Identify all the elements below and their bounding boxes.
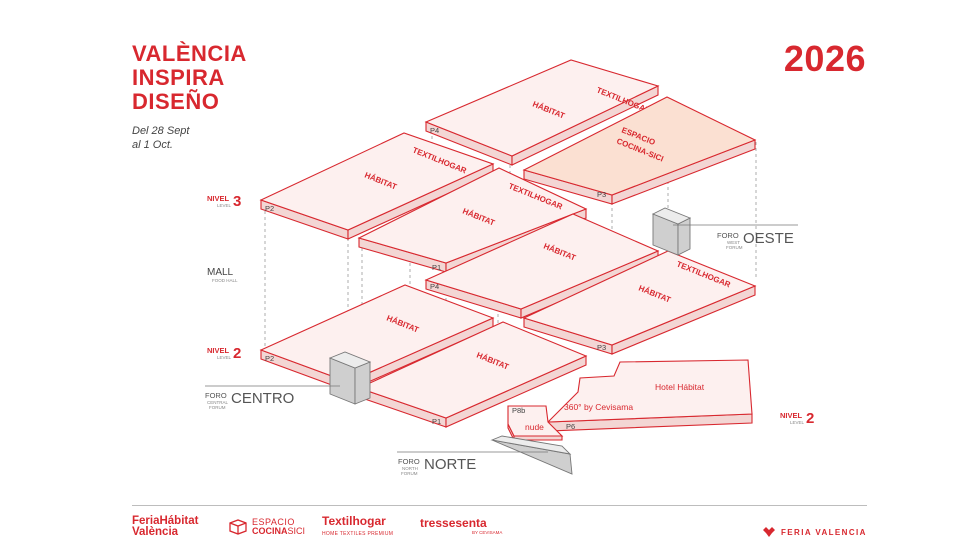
logo-textilhogar: Textilhogar HOME TEXTILES PREMIUM (322, 514, 394, 540)
foro-text: FORO (205, 391, 227, 400)
logo-feria-valencia: FERIA VALENCIA (762, 526, 867, 538)
forum-sub-1: WEST (727, 240, 740, 245)
slab-p2-level2: HÁBITAT P2 (259, 284, 495, 392)
mall-text: MALL (207, 267, 234, 278)
forum-sub-1: CENTRAL (207, 400, 229, 405)
logo-espacio-line-1: ESPACIO (252, 517, 295, 527)
title-line-1: VALÈNCIA (132, 41, 247, 66)
forum-sub-2: FORUM (401, 471, 418, 476)
pavilion-label-p4: P4 (430, 282, 439, 291)
event-dates: Del 28 Sept al 1 Oct. (132, 124, 189, 152)
logo-feria-habitat-line-2: València (132, 526, 179, 538)
level-text: LEVEL (790, 420, 805, 425)
level-3-label: NIVEL 3 LEVEL (207, 193, 241, 210)
title-line-2: INSPIRA (132, 65, 225, 90)
level-number: 2 (233, 345, 241, 362)
sector-label-hotel: Hotel Hábitat (655, 382, 705, 392)
forum-leader-lines (205, 224, 798, 453)
pavilion-label-p3: P3 (597, 343, 606, 352)
slab-p1-level2: HÁBITAT P1 (357, 321, 588, 428)
footer-divider (132, 505, 867, 506)
logo-espacio-sici-text: SICI (287, 526, 306, 536)
food-hall-text: FOOD HALL (212, 278, 238, 283)
dates-line-2: al 1 Oct. (132, 139, 173, 151)
slab-p4-level3: TEXTILHOGAR HÁBITAT P4 (424, 59, 660, 166)
logo-feria-valencia-text: FERIA VALENCIA (781, 527, 867, 537)
level-2-right-label: NIVEL 2 LEVEL (780, 410, 814, 427)
logo-tressesenta-line-2: BY CEVISAMA (472, 530, 503, 535)
forum-norte-label: FORO NORTE NORTH FORUM (398, 456, 476, 476)
forum-name: NORTE (424, 456, 476, 473)
forum-centro-label: FORO CENTRO CENTRAL FORUM (205, 390, 294, 410)
level-text: LEVEL (217, 355, 232, 360)
forum-sub-1: NORTH (402, 466, 418, 471)
pavilion-label-p2: P2 (265, 204, 274, 213)
forum-oeste-label: FORO OESTE WEST FORUM (717, 230, 794, 250)
pavilion-label-p4: P4 (430, 126, 439, 135)
forum-oeste-block (651, 207, 692, 256)
slab-p4-mall: HÁBITAT P4 (424, 213, 660, 319)
nivel-text: NIVEL (207, 194, 230, 203)
level-text: LEVEL (217, 203, 232, 208)
logo-textilhogar-line-1: Textilhogar (322, 514, 386, 528)
espacio-cube-icon (229, 519, 247, 535)
sector-label-cevisama: 360° by Cevisama (564, 402, 633, 412)
pavilion-label-p1: P1 (432, 417, 441, 426)
feria-valencia-emblem-icon (763, 527, 775, 537)
slab-p2-level3: TEXTILHOGAR HÁBITAT P2 (259, 132, 495, 240)
forum-sub-2: FORUM (726, 245, 743, 250)
forum-name: OESTE (743, 230, 794, 247)
foro-text: FORO (398, 457, 420, 466)
logo-feria-habitat: FeriaHábitat València (132, 515, 199, 538)
mall-label: MALL FOOD HALL (207, 267, 238, 283)
dates-line-1: Del 28 Sept (132, 125, 190, 137)
pavilion-label-p2: P2 (265, 354, 274, 363)
slab-p3-level3: ESPACIO COCINA-SICI P3 (522, 96, 757, 205)
forum-centro-block (328, 351, 372, 405)
sector-label-nude: nude (525, 422, 544, 432)
foro-text: FORO (717, 231, 739, 240)
logo-feria-habitat-line-1: FeriaHábitat (132, 515, 199, 527)
level-2-label: NIVEL 2 LEVEL (207, 345, 241, 362)
logo-espacio-cocina: ESPACIO COCINASICI (228, 518, 305, 536)
level-number: 3 (233, 193, 241, 210)
logo-espacio-cocina-text: COCINA (252, 526, 288, 536)
forum-name: CENTRO (231, 390, 294, 407)
nivel-text: NIVEL (207, 346, 230, 355)
pavilion-label-p6: P6 (566, 422, 575, 431)
nivel-text: NIVEL (780, 411, 803, 420)
forum-norte-block (490, 435, 573, 475)
event-title: VALÈNCIA INSPIRA DISEÑO (132, 42, 247, 114)
title-line-3: DISEÑO (132, 89, 220, 114)
logo-tressesenta: tressesenta BY CEVISAMA (420, 516, 503, 538)
event-year: 2026 (783, 38, 866, 79)
slab-p6-hotel: Hotel Hábitat 360° by Cevisama P6 (546, 359, 753, 432)
pavilion-label-p3: P3 (597, 190, 606, 199)
logo-textilhogar-line-2: HOME TEXTILES PREMIUM (322, 531, 394, 537)
pavilion-label-p8b: P8b (512, 406, 525, 415)
logo-tressesenta-line-1: tressesenta (420, 516, 487, 530)
forum-sub-2: FORUM (209, 405, 226, 410)
pavilion-label-p1: P1 (432, 263, 441, 272)
level-number: 2 (806, 410, 814, 427)
slab-p3-mall: TEXTILHOGAR HÁBITAT P3 (522, 250, 757, 355)
